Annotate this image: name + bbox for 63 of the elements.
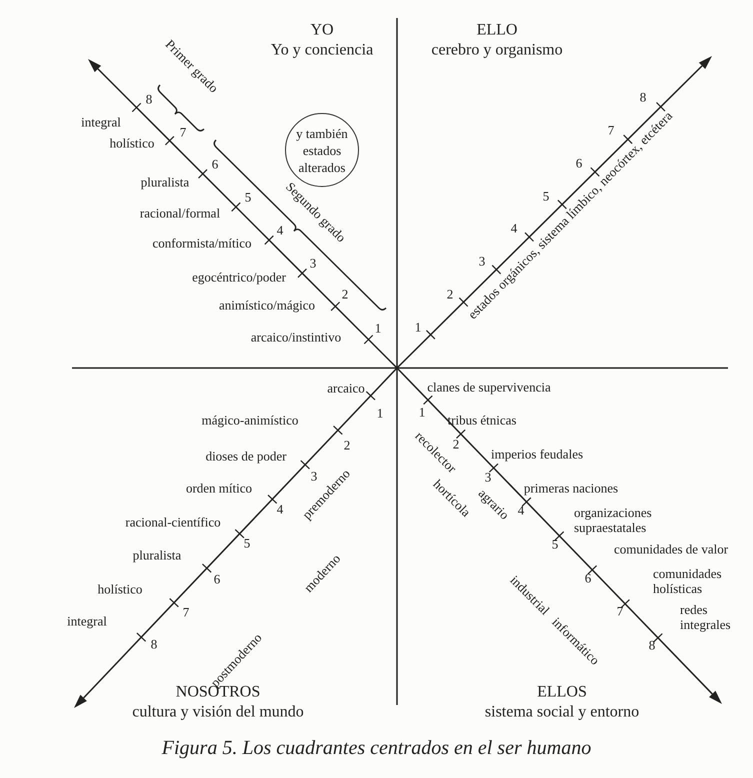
level-label: conformista/mítico [152,236,252,250]
caption: Figura 5. Los cuadrantes centrados en el ser humano [160,736,592,761]
level-number: 5 [244,190,252,204]
level-label: pluralista [132,548,182,562]
level-number: 8 [648,638,656,652]
level-number: 4 [276,502,284,516]
quadrant-title: YO [310,22,334,38]
level-label: pluralista [140,174,190,190]
quadrant-subtitle: cultura y visión del mundo [132,704,304,720]
level-label: clanes de supervivencia [427,380,551,394]
level-label: egocéntrico/poder [192,270,286,284]
level-label: holístico [110,136,154,150]
level-number: 2 [452,436,460,452]
level-label: orden mítico [186,480,252,496]
level-number: 2 [446,286,454,302]
level-number: 3 [484,470,492,484]
level-label: primeras naciones [524,480,618,496]
level-number: 1 [376,406,384,420]
level-number: 4 [510,220,518,236]
level-number: 5 [542,188,550,204]
quadrant-title: ELLOS [537,684,587,700]
level-number: 6 [584,570,592,586]
level-label: organizaciones supraestatales [574,505,653,535]
level-number: 7 [180,124,186,140]
level-number: 1 [374,320,382,336]
level-label: dioses de poder [206,448,286,464]
level-label: animístico/mágico [218,298,316,312]
level-label: redes integrales [680,602,732,632]
level-label: integral [67,614,107,628]
level-label: racional/formal [140,206,220,220]
level-label: racional-científico [125,514,221,530]
circle-text: y también estados alterados [295,124,349,176]
quadrant-title: ELLO [476,22,518,38]
level-number: 5 [244,536,250,550]
level-number: 8 [640,90,646,104]
level-number: 6 [576,156,582,170]
level-label: arcaico/instintivo [250,330,342,344]
level-label: imperios feudales [490,446,584,462]
quadrant-subtitle: sistema social y entorno [484,704,640,720]
level-number: 8 [150,636,158,652]
level-number: 1 [418,404,426,420]
level-label: holístico [98,582,142,596]
level-label: comunidades holísticas [653,566,723,596]
level-number: 5 [552,536,558,552]
quadrant-subtitle: cerebro y organismo [431,42,563,58]
level-number: 6 [212,156,218,172]
level-number: 3 [310,256,316,270]
level-number: 2 [342,286,348,302]
level-number: 2 [344,438,350,452]
level-label: comunidades de valor [614,542,728,556]
level-number: 4 [518,502,524,518]
level-number: 4 [276,222,284,238]
level-number: 8 [146,92,152,106]
quadrant-subtitle: Yo y conciencia [270,42,374,58]
level-label: integral [81,114,121,130]
level-label: mágico-animístico [202,412,298,428]
level-number: 1 [414,320,422,334]
level-number: 6 [214,572,220,586]
level-number: 7 [608,122,614,138]
level-label: tribus étnicas [448,412,516,428]
level-number: 7 [182,604,190,620]
level-label: arcaico [327,380,365,396]
level-number: 3 [478,254,486,268]
